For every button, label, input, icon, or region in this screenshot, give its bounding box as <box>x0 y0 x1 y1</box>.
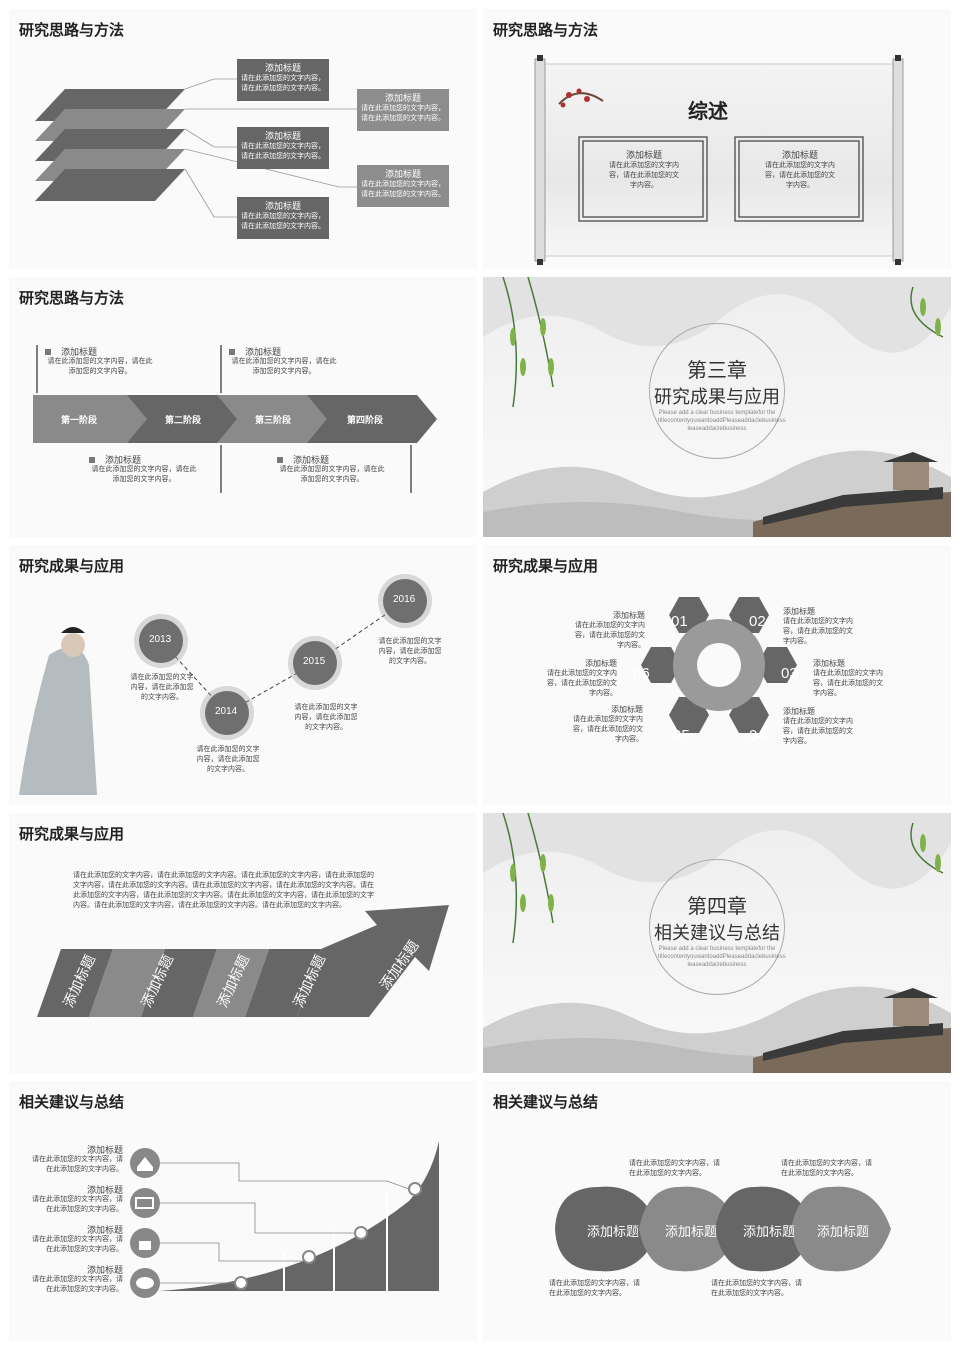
slide-5: 研究成果与应用 2013 2014 2015 2016 请在此添加您的文字内容，… <box>9 545 477 805</box>
drop-label-2: 添加标题 <box>665 1224 718 1239</box>
stage-3: 第三阶段 <box>255 415 292 425</box>
layer-stack-diagram <box>35 78 357 218</box>
scroll-item-2: 添加标题请在此添加您的文字内容，请在此添加您的文字内容。 <box>765 150 835 189</box>
stage-note-3: 添加标题请在此添加您的文字内容，请在此添加您的文字内容。 <box>89 455 199 485</box>
growth-curve <box>130 1141 439 1298</box>
scroll-item-1: 添加标题请在此添加您的文字内容，请在此添加您的文字内容。 <box>609 150 679 189</box>
slide-title: 研究成果与应用 <box>493 557 599 575</box>
slide-2: 研究思路与方法 综述 添加标题请在此添加您的文字内容，请在此添加您的文字内容。 … <box>483 9 951 269</box>
hex-03: 03 <box>781 665 798 682</box>
hex-note-06: 添加标题请在此添加您的文字内容，请在此添加您的文字内容。 <box>547 659 617 697</box>
drop-chain <box>555 1186 891 1272</box>
year-2014: 2014 <box>215 706 238 717</box>
slide-title: 相关建议与总结 <box>19 1093 125 1111</box>
hex-05: 05 <box>673 727 690 744</box>
drop-label-3: 添加标题 <box>743 1224 796 1239</box>
lock-icon <box>139 1241 151 1250</box>
growth-note-3: 添加标题请在此添加您的文字内容，请在此添加您的文字内容。 <box>32 1225 123 1253</box>
slide-7: 研究成果与应用 请在此添加您的文字内容，请在此添加您的文字内容。请在此添加您的文… <box>9 813 477 1073</box>
slide-title: 相关建议与总结 <box>493 1093 599 1111</box>
ink-landscape <box>483 277 951 537</box>
slide-title: 研究思路与方法 <box>493 21 599 39</box>
hex-06: 06 <box>633 665 650 682</box>
zigzag-arrow <box>37 905 449 1017</box>
hex-note-05: 添加标题请在此添加您的文字内容，请在此添加您的文字内容。 <box>573 705 643 743</box>
growth-note-2: 添加标题请在此添加您的文字内容，请在此添加您的文字内容。 <box>32 1185 123 1213</box>
text-box-5: 添加标题请在此添加您的文字内容，请在此添加您的文字内容。 <box>237 197 329 239</box>
drop-label-1: 添加标题 <box>587 1224 640 1239</box>
year-2016: 2016 <box>393 594 416 605</box>
home-icon <box>137 1157 153 1171</box>
growth-note-4: 添加标题请在此添加您的文字内容，请在此添加您的文字内容。 <box>32 1265 123 1293</box>
chapter-badge: 第三章 研究成果与应用 Please add a clear business … <box>649 323 786 459</box>
year-note-2013: 请在此添加您的文字内容，请在此添加您的文字内容。 <box>130 674 194 701</box>
text-box-4: 添加标题请在此添加您的文字内容，请在此添加您的文字内容。 <box>357 165 449 207</box>
slide-3: 研究思路与方法 第一阶段 第二阶段 第三阶段 第四阶段 添加标题请在此添加您的文… <box>9 277 477 537</box>
chat-icon <box>136 1277 154 1289</box>
slide-4: 第三章 研究成果与应用 Please add a clear business … <box>483 277 951 537</box>
battery-icon <box>135 1197 154 1209</box>
hexagon-ring <box>641 597 797 733</box>
slide-10: 相关建议与总结 添加标题 添加标题 添加标题 添加标题 请在此添加您的文字内容，… <box>483 1081 951 1341</box>
drop-note-2: 请在此添加您的文字内容，请在此添加您的文字内容。 <box>781 1160 872 1177</box>
slide-9: 相关建议与总结 添加标题请在此添加您的文字内容，请在此添加您的文字内容。 添加标… <box>9 1081 477 1341</box>
slide-title: 研究思路与方法 <box>19 289 125 307</box>
year-note-2014: 请在此添加您的文字内容，请在此添加您的文字内容。 <box>196 746 260 773</box>
hex-04: 04 <box>749 727 766 744</box>
timeline-ink <box>19 574 432 795</box>
text-box-2: 添加标题请在此添加您的文字内容，请在此添加您的文字内容。 <box>357 89 449 131</box>
hex-01: 01 <box>671 613 688 630</box>
stage-note-2: 添加标题请在此添加您的文字内容，请在此添加您的文字内容。 <box>229 347 339 377</box>
drop-note-4: 请在此添加您的文字内容，请在此添加您的文字内容。 <box>711 1280 802 1297</box>
slide-8: 第四章 相关建议与总结 Please add a clear business … <box>483 813 951 1073</box>
slide-title: 研究思路与方法 <box>19 21 125 39</box>
growth-note-1: 添加标题请在此添加您的文字内容，请在此添加您的文字内容。 <box>32 1145 123 1173</box>
scroll-frame <box>534 55 904 265</box>
stage-1: 第一阶段 <box>61 415 98 425</box>
hex-note-04: 添加标题请在此添加您的文字内容，请在此添加您的文字内容。 <box>783 707 853 745</box>
stage-note-4: 添加标题请在此添加您的文字内容，请在此添加您的文字内容。 <box>277 455 387 485</box>
slide-6: 研究成果与应用 01 02 03 04 05 06 添加标题请在此添加您的文字内… <box>483 545 951 805</box>
drop-note-3: 请在此添加您的文字内容，请在此添加您的文字内容。 <box>549 1280 640 1297</box>
year-note-2015: 请在此添加您的文字内容，请在此添加您的文字内容。 <box>294 704 358 731</box>
hex-note-01: 添加标题请在此添加您的文字内容，请在此添加您的文字内容。 <box>575 611 645 649</box>
year-2013: 2013 <box>149 634 172 645</box>
drop-note-1: 请在此添加您的文字内容，请在此添加您的文字内容。 <box>629 1160 720 1177</box>
hex-note-02: 添加标题请在此添加您的文字内容，请在此添加您的文字内容。 <box>783 607 853 645</box>
year-note-2016: 请在此添加您的文字内容，请在此添加您的文字内容。 <box>378 638 442 665</box>
slide-title: 研究成果与应用 <box>19 557 125 575</box>
hex-note-03: 添加标题请在此添加您的文字内容，请在此添加您的文字内容。 <box>813 659 883 697</box>
chapter-badge: 第四章 相关建议与总结 Please add a clear business … <box>649 859 786 995</box>
hex-02: 02 <box>749 613 766 630</box>
stage-arrow-chain <box>33 345 437 493</box>
text-box-1: 添加标题请在此添加您的文字内容，请在此添加您的文字内容。 <box>237 59 329 101</box>
stage-2: 第二阶段 <box>165 415 202 425</box>
slide-title: 研究成果与应用 <box>19 825 125 843</box>
stage-note-1: 添加标题请在此添加您的文字内容，请在此添加您的文字内容。 <box>45 347 155 377</box>
drop-label-4: 添加标题 <box>817 1224 870 1239</box>
slide-1: 研究思路与方法 添加标题请在此添加您的文字内容，请在此添加您的文字内容。 添加标… <box>9 9 477 269</box>
stage-4: 第四阶段 <box>347 415 384 425</box>
year-2015: 2015 <box>303 656 326 667</box>
intro-paragraph: 请在此添加您的文字内容，请在此添加您的文字内容。请在此添加您的文字内容，请在此添… <box>73 872 374 909</box>
ink-landscape <box>483 813 951 1073</box>
scroll-heading: 综述 <box>688 99 728 123</box>
text-box-3: 添加标题请在此添加您的文字内容，请在此添加您的文字内容。 <box>237 127 329 169</box>
